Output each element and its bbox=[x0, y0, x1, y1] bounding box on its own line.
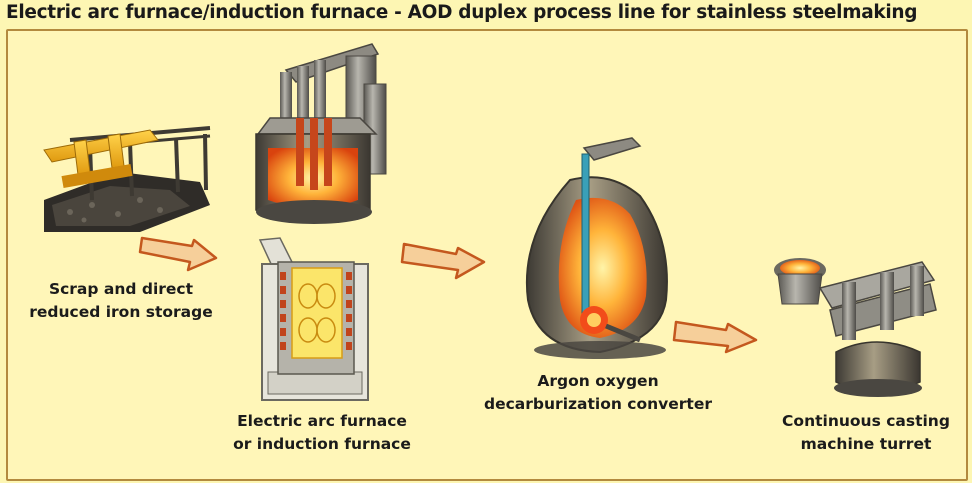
caption-line: Argon oxygen bbox=[537, 372, 659, 390]
caption-line: or induction furnace bbox=[233, 435, 411, 453]
flow-arrow-3 bbox=[672, 320, 758, 354]
flow-arrow-1 bbox=[138, 236, 218, 272]
aod-converter-illustration bbox=[525, 137, 668, 359]
casting-turret-illustration bbox=[774, 258, 937, 397]
diagram-title: Electric arc furnace/induction furnace -… bbox=[6, 2, 918, 23]
electric-arc-furnace-illustration bbox=[255, 43, 387, 224]
stage-caption-aod-converter: Argon oxygen decarburization converter bbox=[478, 370, 718, 416]
stage-caption-casting-turret: Continuous casting machine turret bbox=[766, 410, 966, 456]
stage-caption-scrap-storage: Scrap and direct reduced iron storage bbox=[26, 278, 216, 324]
induction-furnace-illustration bbox=[258, 237, 369, 401]
caption-line: decarburization converter bbox=[484, 395, 712, 413]
flow-arrow-2 bbox=[400, 242, 486, 280]
caption-line: Electric arc furnace bbox=[237, 412, 407, 430]
caption-line: reduced iron storage bbox=[29, 303, 213, 321]
scrap-storage-illustration bbox=[43, 126, 211, 232]
caption-line: machine turret bbox=[800, 435, 932, 453]
caption-line: Scrap and direct bbox=[48, 280, 194, 298]
caption-line: Continuous casting bbox=[782, 412, 950, 430]
stage-caption-furnace: Electric arc furnace or induction furnac… bbox=[222, 410, 422, 456]
